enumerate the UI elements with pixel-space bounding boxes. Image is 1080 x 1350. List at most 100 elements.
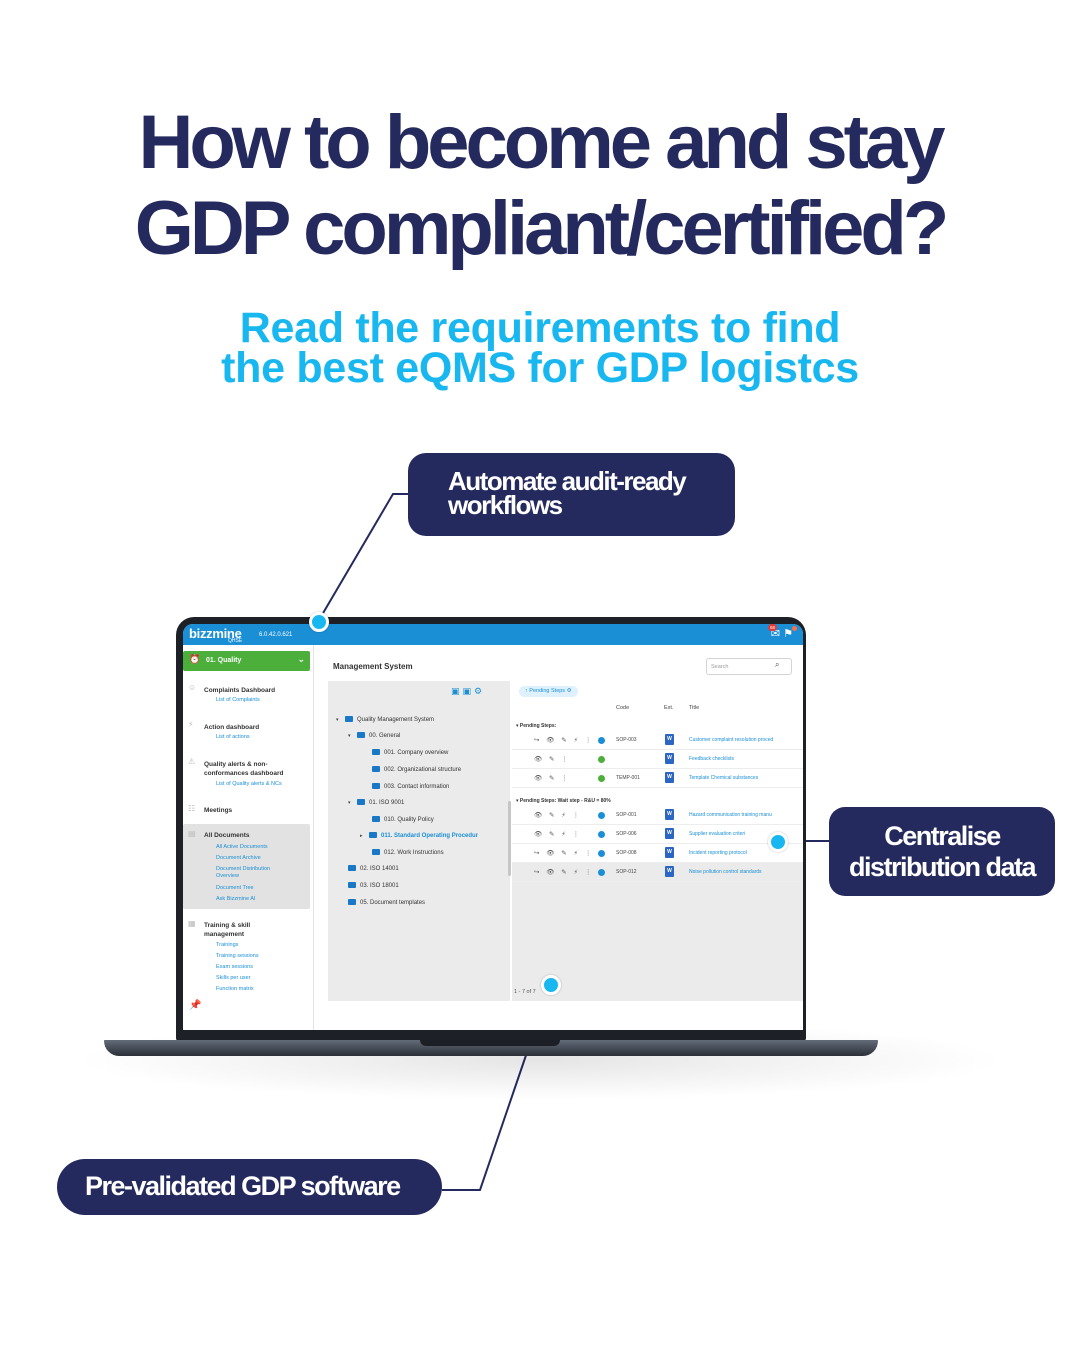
row-action-icons[interactable]: 👁 ✎ ⋮ — [534, 775, 571, 782]
word-file-icon[interactable]: W — [665, 772, 674, 783]
tree-node[interactable]: 03. ISO 18001 — [348, 882, 399, 890]
document-title-link[interactable]: Supplier evaluation criteri — [689, 831, 746, 837]
pending-steps-filter[interactable]: ↑ Pending Steps ⚙ — [519, 686, 578, 697]
table-row[interactable]: ↪ 👁 ✎ ⚡ ⋮ SOP-012 W Noise pollution control… — [512, 863, 803, 882]
search-icon[interactable]: ⌕ — [775, 660, 780, 669]
sidebar-link-document-distribution[interactable]: Document Distribution Overview — [216, 866, 270, 880]
sidebar-link-document-archive[interactable]: Document Archive — [216, 855, 261, 861]
row-action-icons[interactable]: 👁 ✎ ⋮ — [534, 756, 571, 763]
document-code: SOP-012 — [616, 869, 637, 875]
notification-icon[interactable]: ✉ ⚑ — [770, 628, 793, 640]
column-ext[interactable]: Ext. — [664, 705, 674, 711]
module-selector[interactable]: ⏰ 01. Quality ⌄ — [183, 651, 310, 671]
document-title-link[interactable]: Template Chemical substances — [689, 775, 759, 781]
column-code[interactable]: Code — [616, 705, 630, 711]
sidebar-item-quality-alerts[interactable]: Quality alerts & non- conformances dashb… — [204, 760, 283, 778]
sidebar-link-training-sessions[interactable]: Training sessions — [216, 953, 259, 959]
document-title-link[interactable]: Incident reporting protocol — [689, 850, 747, 856]
status-dot — [598, 850, 605, 857]
tree-node[interactable]: ▸011. Standard Operating Procedur — [360, 832, 478, 840]
sidebar-link-quality-alerts-list[interactable]: List of Quality alerts & NCs — [216, 781, 282, 787]
row-action-icons[interactable]: 👁 ✎ ⚡ ⋮ — [534, 831, 582, 838]
tree-node[interactable]: 012. Work Instructions — [372, 849, 444, 857]
module-label: 01. Quality — [206, 657, 242, 664]
tree-node[interactable]: 05. Document templates — [348, 899, 425, 907]
word-file-icon[interactable]: W — [665, 866, 674, 877]
marker-dot-software — [541, 975, 561, 995]
subheadline-line-2: the best eQMS for GDP logistcs — [221, 344, 859, 392]
sidebar-link-document-tree[interactable]: Document Tree — [216, 885, 254, 891]
group-header[interactable]: ▾ Pending Steps: — [516, 723, 556, 729]
word-file-icon[interactable]: W — [665, 828, 674, 839]
sidebar-link-skills-per-user[interactable]: Skills per user — [216, 975, 251, 981]
word-file-icon[interactable]: W — [665, 809, 674, 820]
headline: How to become and stay GDP compliant/cer… — [0, 100, 1080, 272]
document-code: TEMP-001 — [616, 775, 640, 781]
row-action-icons[interactable]: 👁 ✎ ⚡ ⋮ — [534, 812, 582, 819]
sidebar-quality-alerts-line-1: Quality alerts & non- — [204, 761, 268, 768]
tree-node[interactable]: 010. Quality Policy — [372, 816, 434, 824]
app-version: 6.0.42.0.621 — [259, 632, 293, 638]
sidebar-link-ask-ai[interactable]: Ask Bizzmine AI — [216, 896, 256, 902]
sidebar-item-meetings[interactable]: Meetings — [204, 807, 233, 814]
folder-icon — [369, 832, 377, 838]
row-action-icons[interactable]: ↪ 👁 ✎ ⚡ ⋮ — [534, 869, 594, 876]
app-logo[interactable]: bizzmine — [189, 626, 242, 641]
status-dot — [598, 831, 605, 838]
tree-node-label: 002. Organizational structure — [384, 767, 462, 773]
sidebar-distribution-line-1: Document Distribution — [216, 866, 271, 872]
tree-node[interactable]: ▾Quality Management System — [336, 716, 434, 724]
tree-node[interactable]: 002. Organizational structure — [372, 766, 461, 774]
laptop-notch — [420, 1040, 560, 1046]
row-action-icons[interactable]: ↪ 👁 ✎ ⚡ ⋮ — [534, 737, 594, 744]
pager: 1 - 7 of 7 — [514, 989, 536, 995]
document-title-link[interactable]: Customer complaint resolution proced — [689, 737, 774, 743]
document-tree: ▣▣⚙ ▾Quality Management System ▾ 00. Gener… — [328, 681, 511, 1001]
column-title[interactable]: Title — [689, 705, 700, 711]
folder-icon — [372, 849, 380, 855]
tree-node[interactable]: 02. ISO 14001 — [348, 865, 399, 873]
sidebar-link-exam-sessions[interactable]: Exam sessions — [216, 964, 253, 970]
folder-icon — [345, 716, 353, 722]
tree-toolbar-icons[interactable]: ▣▣⚙ — [451, 686, 486, 696]
group-header[interactable]: ▾ Pending Steps: Wait step - R&U = 80% — [516, 798, 611, 804]
table-row[interactable]: 👁 ✎ ⋮ TEMP-001 W Template Chemical substanc… — [512, 769, 803, 788]
sidebar-link-actions-list[interactable]: List of actions — [216, 734, 250, 740]
sidebar-item-complaints[interactable]: Complaints Dashboard — [204, 687, 276, 694]
tree-node[interactable]: 003. Contact information — [372, 783, 449, 791]
word-file-icon[interactable]: W — [665, 753, 674, 764]
document-title-link[interactable]: Hazard communication training manu — [689, 812, 772, 818]
pin-icon[interactable]: 📌 — [189, 1000, 202, 1011]
tree-scrollbar[interactable] — [508, 801, 511, 876]
sidebar-link-trainings[interactable]: Trainings — [216, 942, 239, 948]
document-title-link[interactable]: Feedback checklists — [689, 756, 735, 762]
sidebar-quality-alerts-line-2: conformances dashboard — [204, 770, 284, 777]
app-logo-sub: QHSE — [228, 638, 243, 644]
tree-node[interactable]: 001. Company overview — [372, 749, 448, 757]
sidebar-item-actions[interactable]: Action dashboard — [204, 724, 260, 731]
tree-node[interactable]: ▾ 00. General — [348, 732, 400, 740]
word-file-icon[interactable]: W — [665, 734, 674, 745]
expand-toggle-icon: ▾ — [348, 733, 351, 739]
page-title: Management System — [333, 662, 413, 671]
tree-node-label: 00. General — [369, 733, 401, 739]
sidebar-link-complaints-list[interactable]: List of Complaints — [216, 697, 260, 703]
sidebar-link-active-documents[interactable]: All Active Documents — [216, 844, 268, 850]
alert-icon: ⚠ — [188, 757, 196, 766]
row-action-icons[interactable]: ↪ 👁 ✎ ⚡ ⋮ — [534, 850, 594, 857]
sidebar-documents-panel — [183, 824, 310, 909]
sidebar-item-training[interactable]: Training & skill management — [204, 921, 250, 939]
table-row[interactable]: 👁 ✎ ⋮ W Feedback checklists — [512, 750, 803, 769]
word-file-icon[interactable]: W — [665, 847, 674, 858]
table-row[interactable]: ↪ 👁 ✎ ⚡ ⋮ SOP-008 W Incident reporting prot… — [512, 844, 803, 863]
document-code: SOP-008 — [616, 850, 637, 856]
tree-node[interactable]: ▾01. ISO 9001 — [348, 799, 404, 807]
search-input[interactable]: Search — [706, 658, 792, 675]
sidebar-link-function-matrix[interactable]: Function matrix — [216, 986, 254, 992]
training-icon: ▦ — [188, 919, 196, 928]
document-title-link[interactable]: Noise pollution control standards — [689, 869, 762, 875]
sidebar-item-all-documents[interactable]: All Documents — [204, 832, 250, 839]
